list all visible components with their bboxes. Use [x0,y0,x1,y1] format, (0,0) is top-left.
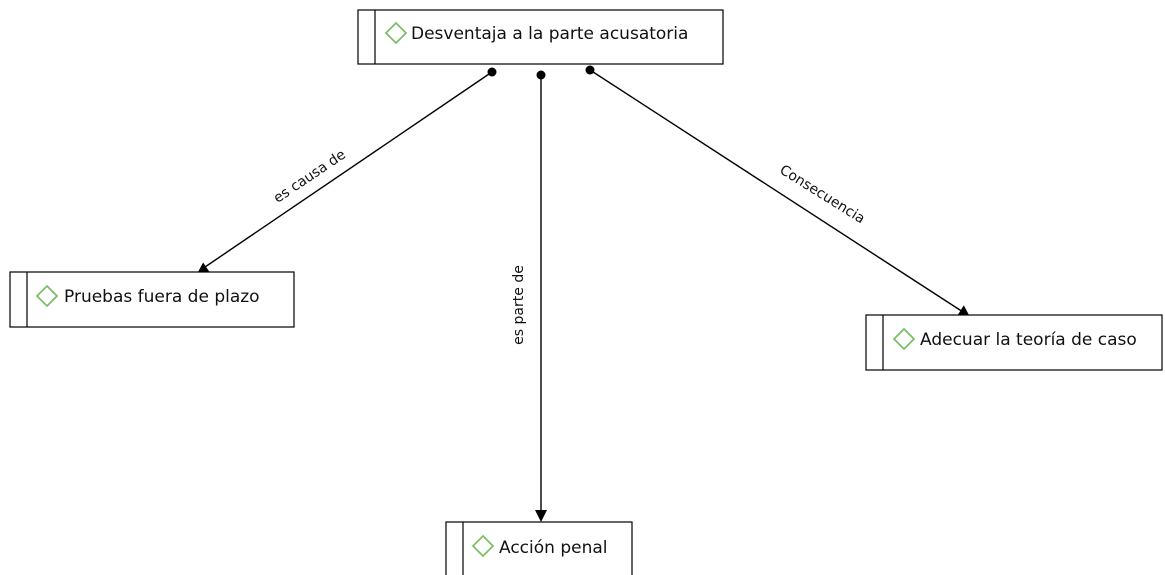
arrowhead-icon [198,262,211,274]
node-box [357,9,724,65]
node-label: Adecuar la teoría de caso [920,330,1137,350]
edge-line [204,71,493,268]
edge-start-dot [536,70,546,80]
node-adecuar[interactable]: Adecuar la teoría de caso [865,314,1163,371]
edge-start-dot [585,65,595,75]
node-box [865,314,1163,371]
diamond-icon [35,284,59,308]
edge-start-dot [487,67,497,77]
edge-line [589,69,964,313]
node-desventaja[interactable]: Desventaja a la parte acusatoria [357,9,724,65]
diamond-icon [471,534,495,558]
edge-label: Consecuencia [777,162,868,227]
edge-es-causa-de[interactable]: es causa de [198,67,497,274]
arrowhead-icon [957,305,970,317]
node-label: Pruebas fuera de plazo [64,287,260,307]
diamond-icon [384,21,408,45]
edge-es-parte-de[interactable]: es parte de [511,70,547,523]
node-label: Acción penal [499,538,608,558]
edge-label: es parte de [511,265,527,345]
node-pruebas[interactable]: Pruebas fuera de plazo [9,271,295,328]
arrowhead-icon [535,510,547,522]
node-label: Desventaja a la parte acusatoria [411,24,688,44]
node-box [9,271,295,328]
edge-consecuencia[interactable]: Consecuencia [585,65,971,318]
node-accion[interactable]: Acción penal [445,521,633,575]
diamond-icon [892,327,916,351]
